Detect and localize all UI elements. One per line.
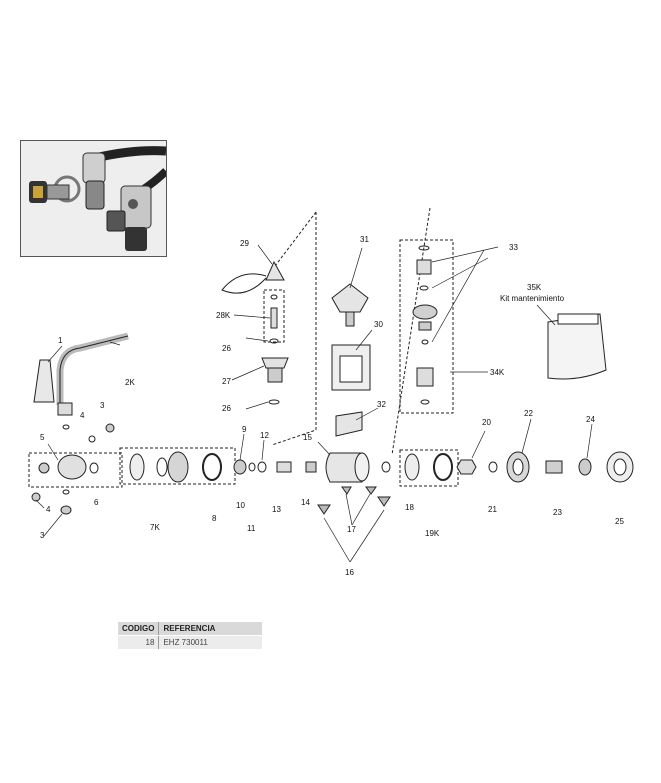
label-26-bottom: 26 (222, 404, 231, 413)
group-box-28k (263, 289, 285, 343)
guide-line-right (391, 207, 431, 456)
product-photo-inset (20, 140, 167, 257)
label-3-bottom: 3 (40, 531, 45, 540)
codigo-value: 18 (118, 635, 160, 649)
part-2k-hose (56, 332, 129, 405)
label-27: 27 (222, 377, 231, 386)
part-8-oring (202, 453, 222, 481)
label-8: 8 (212, 514, 217, 523)
part-35k-kit-bag (547, 313, 607, 380)
label-14: 14 (301, 498, 310, 507)
label-9: 9 (242, 425, 247, 434)
label-kit-mantenimiento: Kit mantenimiento (500, 294, 565, 303)
part-7k-ring (129, 453, 145, 481)
label-23: 23 (553, 508, 562, 517)
label-21: 21 (488, 505, 497, 514)
label-12: 12 (260, 431, 269, 440)
label-11: 11 (247, 524, 256, 533)
part-32-saddle (335, 411, 363, 437)
label-4-bottom: 4 (46, 505, 51, 514)
label-30: 31 (360, 235, 369, 244)
label-4-top: 4 (80, 411, 85, 420)
label-26-top: 26 (222, 344, 231, 353)
label-29: 29 (240, 239, 249, 248)
codigo-header: CODIGO (118, 622, 160, 636)
group-box-34k (399, 239, 454, 414)
part-5-body (57, 454, 87, 480)
part-27-valve (261, 357, 289, 369)
label-15: 15 (303, 433, 312, 442)
part-29-cap (265, 260, 285, 281)
label-33: 33 (509, 243, 518, 252)
label-2k: 2K (125, 378, 135, 387)
label-24: 24 (586, 415, 595, 424)
label-25: 25 (615, 517, 624, 526)
label-28k: 28K (216, 311, 231, 320)
label-3-top: 3 (100, 401, 105, 410)
part-20-nut (456, 459, 477, 475)
label-1: 1 (58, 336, 63, 345)
label-7k: 7K (150, 523, 160, 532)
part-7k-diaphragm (167, 451, 189, 483)
group-box-left (28, 452, 123, 488)
label-20: 20 (482, 418, 491, 427)
label-32: 32 (377, 400, 386, 409)
reference-table: CODIGO REFERENCIA 18 EHZ 730011 (118, 622, 263, 649)
part-31-knob (331, 283, 369, 313)
referencia-header: REFERENCIA (158, 622, 263, 636)
label-6: 6 (94, 498, 99, 507)
part-13-spring (276, 461, 292, 473)
label-19k: 19K (425, 529, 440, 538)
regulator-photo (21, 141, 166, 256)
label-5: 5 (40, 433, 45, 442)
referencia-value: EHZ 730011 (158, 635, 263, 649)
label-10: 10 (236, 501, 245, 510)
guide-line-left (271, 212, 317, 446)
label-35k: 35K (527, 283, 542, 292)
label-34k: 34K (490, 368, 505, 377)
label-18: 18 (405, 503, 414, 512)
part-9-seat (233, 459, 247, 475)
label-13: 13 (272, 505, 281, 514)
label-22: 22 (524, 409, 533, 418)
part-1-mouthpiece (33, 359, 55, 403)
part-23-filter (545, 460, 563, 474)
label-17: 17 (347, 525, 356, 534)
part-labels: 1 2K 3 3 4 4 5 6 7K 8 9 10 11 12 13 14 1… (40, 235, 624, 577)
label-16: 16 (345, 568, 354, 577)
label-31: 30 (374, 320, 383, 329)
